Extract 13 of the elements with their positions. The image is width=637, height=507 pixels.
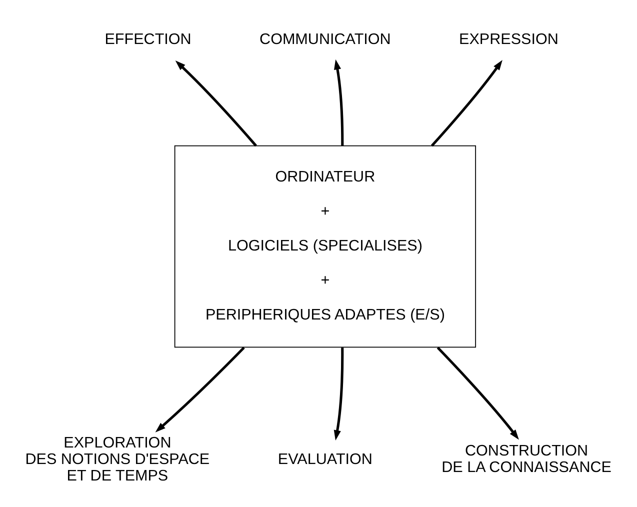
- node-box: ORDINATEUR + LOGICIELS (SPECIALISES) + PERIPHERIQUES ADAPTES (E/S): [174, 145, 476, 348]
- node-text: CONSTRUCTION DE LA CONNAISSANCE: [442, 442, 612, 476]
- arrow: [175, 60, 257, 147]
- node-text: COMMUNICATION: [260, 30, 391, 48]
- arrow: [334, 59, 344, 146]
- arrow: [436, 346, 519, 440]
- node-text: EXPLORATION DES NOTIONS D'ESPACE ET DE TEMPS: [25, 434, 210, 484]
- arrow: [430, 60, 502, 147]
- node-text: EVALUATION: [278, 450, 372, 468]
- node-text: EXPRESSION: [459, 30, 558, 48]
- arrow: [334, 348, 344, 440]
- arrow: [155, 346, 245, 432]
- node-text: EFFECTION: [104, 30, 192, 48]
